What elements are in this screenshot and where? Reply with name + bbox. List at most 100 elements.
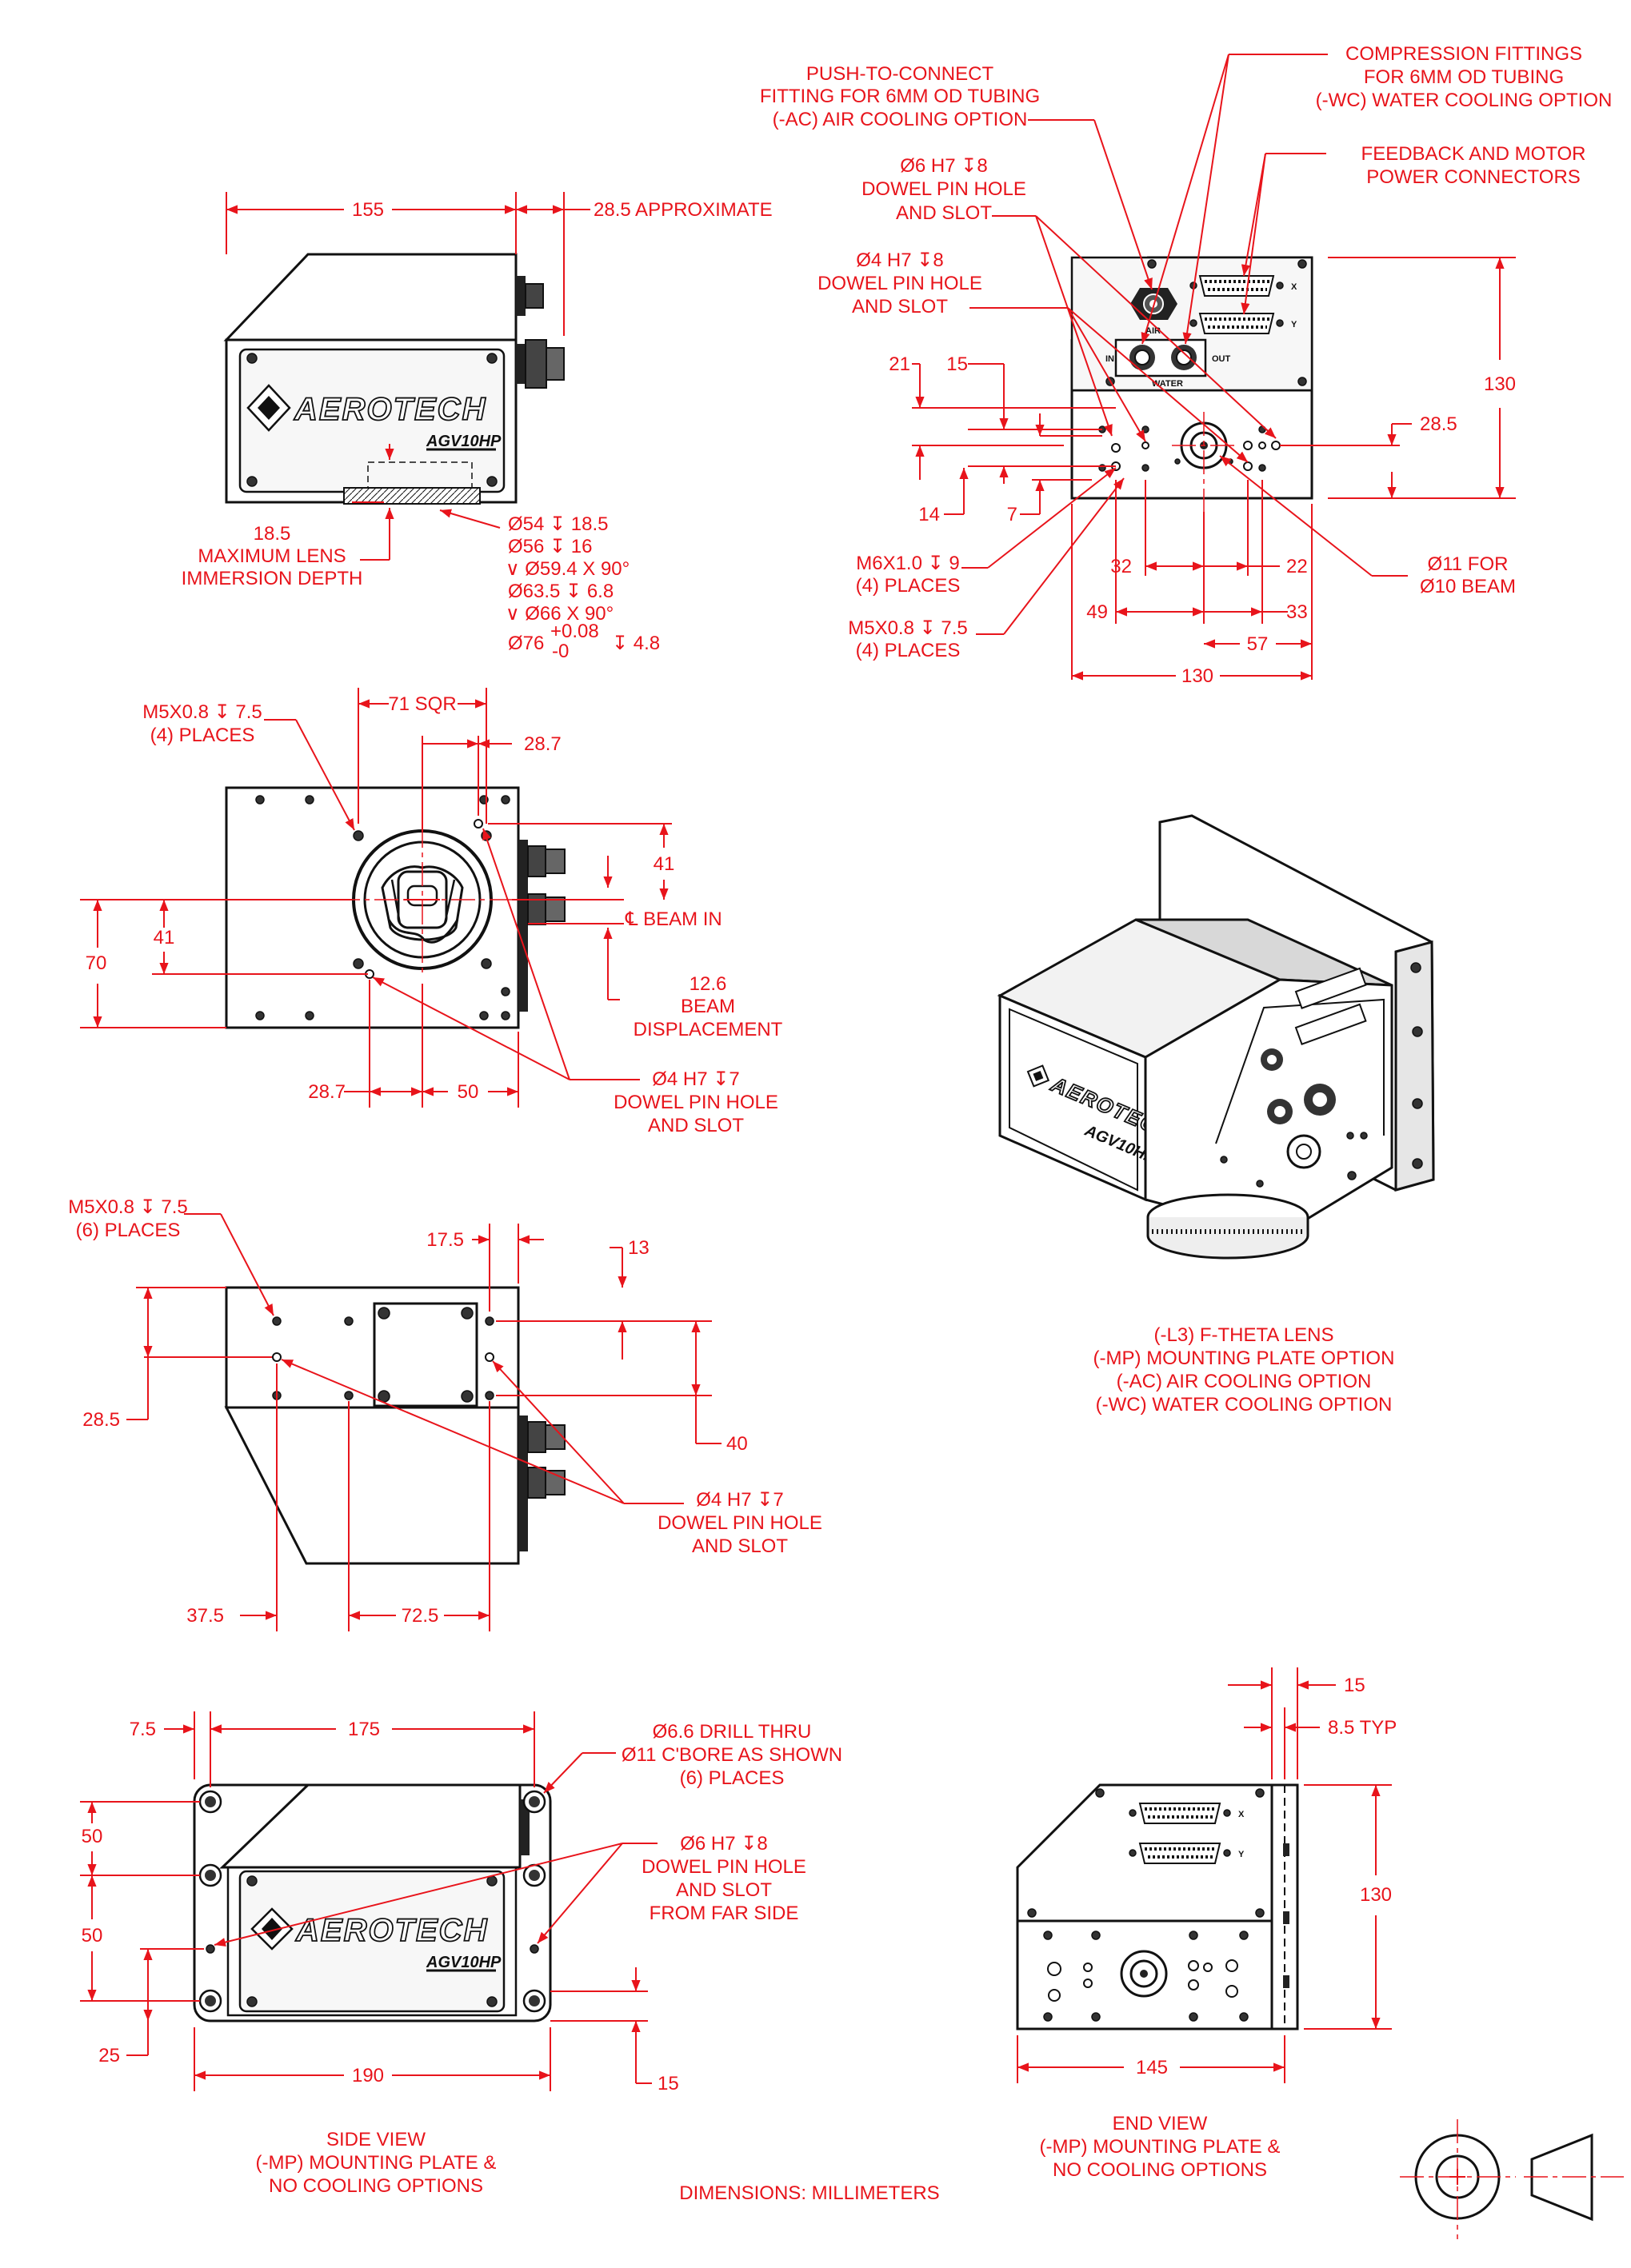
- tv-dim-28-5: 28.5: [82, 1409, 120, 1431]
- dim-155: 155: [352, 199, 384, 221]
- bv-beam-in: ℄ BEAM IN: [625, 908, 722, 930]
- tv-m5-line2: (6) PLACES: [76, 1220, 181, 1241]
- mp-drill-3: (6) PLACES: [680, 1767, 785, 1789]
- bv-dim-41a: 41: [654, 853, 675, 875]
- bv-m5-line1: M5X0.8 ↧ 7.5: [142, 701, 262, 723]
- mp-conn-x-label: X: [1238, 1810, 1245, 1819]
- tv-dowel-2: DOWEL PIN HOLE: [658, 1512, 822, 1534]
- lens-spec-tol-down: -0: [552, 641, 569, 662]
- m5-line1: M5X0.8 ↧ 7.5: [848, 617, 968, 639]
- push-fit-line2: FITTING FOR 6MM OD TUBING: [760, 86, 1040, 107]
- mp-dim-15: 15: [658, 2073, 679, 2094]
- mp-model-label: AGV10HP: [426, 1954, 502, 1971]
- mp-drill-1: Ø6.6 DRILL THRU: [653, 1721, 812, 1743]
- mp-end-dim-145: 145: [1136, 2057, 1168, 2078]
- mp-conn-y-label: Y: [1238, 1850, 1245, 1859]
- end-view-top: X Y AIR IN OUT WATER: [760, 43, 1612, 687]
- lens-spec-5: ∨ Ø66 X 90°: [506, 603, 614, 625]
- tv-dim-72-5: 72.5: [402, 1605, 439, 1627]
- dim-57: 57: [1247, 633, 1269, 655]
- lens-depth-line1: MAXIMUM LENS: [198, 545, 346, 567]
- dim-28-5: 28.5: [1420, 413, 1457, 435]
- conn-x-label: X: [1291, 282, 1297, 292]
- iso-caption-4: (-WC) WATER COOLING OPTION: [1096, 1394, 1393, 1416]
- tv-dim-37-5: 37.5: [186, 1605, 224, 1627]
- mp-end-dim-15: 15: [1344, 1675, 1365, 1696]
- tv-dim-40: 40: [726, 1433, 748, 1455]
- mp-dim-190: 190: [352, 2065, 384, 2086]
- mp-caption-3: NO COOLING OPTIONS: [269, 2175, 483, 2197]
- dim-33: 33: [1286, 601, 1308, 623]
- bv-dowel-1: Ø4 H7 ↧7: [652, 1068, 740, 1090]
- compression-line3: (-WC) WATER COOLING OPTION: [1316, 90, 1613, 111]
- dim-130-v: 130: [1484, 373, 1516, 395]
- dowel4-line3: AND SLOT: [852, 296, 948, 317]
- dowel4-line1: Ø4 H7 ↧8: [856, 250, 944, 271]
- bv-dim-28-7a: 28.7: [524, 733, 562, 755]
- mp-end-caption-1: END VIEW: [1113, 2113, 1208, 2134]
- tv-dim-13: 13: [628, 1237, 650, 1259]
- bv-dowel-3: AND SLOT: [648, 1115, 744, 1136]
- mp-dim-25: 25: [98, 2045, 120, 2066]
- mp-connector-y: Y: [1129, 1843, 1245, 1864]
- side-view-top: AEROTECH AGV10HP 155 28.5 APPROXIMATE 18…: [182, 192, 773, 662]
- units-note: DIMENSIONS: MILLIMETERS: [679, 2182, 939, 2204]
- mp-side-view: AEROTECH AGV10HP 7.5 175 50 50: [80, 1711, 842, 2197]
- beam-line1: Ø11 FOR: [1428, 553, 1509, 575]
- bv-disp-2: BEAM: [681, 996, 735, 1017]
- bv-disp-1: 12.6: [690, 973, 727, 995]
- model-label: AGV10HP: [426, 433, 502, 450]
- bv-disp-3: DISPLACEMENT: [634, 1019, 783, 1040]
- dim-21: 21: [889, 353, 910, 375]
- mp-logo-text: AEROTECH: [295, 1913, 488, 1948]
- lens-depth-value: 18.5: [254, 523, 291, 545]
- water-out-label: OUT: [1212, 354, 1231, 364]
- mp-dowel-4: FROM FAR SIDE: [650, 1903, 799, 1924]
- dim-7: 7: [1007, 504, 1017, 525]
- bv-dim-71sqr: 71 SQR: [388, 693, 456, 715]
- mp-dim-50b: 50: [82, 1925, 103, 1947]
- push-fit-line3: (-AC) AIR COOLING OPTION: [773, 109, 1028, 130]
- mp-dowel-1: Ø6 H7 ↧8: [680, 1833, 768, 1855]
- dim-28-5-approx: 28.5 APPROXIMATE: [594, 199, 773, 221]
- lens-spec-2: Ø56 ↧ 16: [508, 536, 593, 557]
- dim-32: 32: [1110, 556, 1132, 577]
- mp-dim-175: 175: [348, 1719, 380, 1740]
- tv-dowel-3: AND SLOT: [692, 1535, 788, 1557]
- mp-end-view: X Y 15 8.5 TYP 130: [1016, 1667, 1397, 2181]
- iso-caption-3: (-AC) AIR COOLING OPTION: [1117, 1371, 1372, 1392]
- mp-end-dim-130: 130: [1360, 1884, 1392, 1906]
- water-in-label: IN: [1105, 354, 1114, 364]
- dim-22: 22: [1286, 556, 1308, 577]
- mp-dowel-3: AND SLOT: [676, 1879, 772, 1901]
- lens-spec-4: Ø63.5 ↧ 6.8: [508, 581, 614, 602]
- bv-dowel-2: DOWEL PIN HOLE: [614, 1092, 778, 1113]
- m5-line2: (4) PLACES: [856, 640, 961, 661]
- compression-line2: FOR 6MM OD TUBING: [1364, 66, 1564, 88]
- aerotech-logo: AEROTECH: [246, 384, 486, 432]
- iso-caption-1: (-L3) F-THETA LENS: [1154, 1324, 1334, 1346]
- lens-spec-tol-up: +0.08: [550, 621, 599, 642]
- bv-dim-28-7b: 28.7: [308, 1081, 346, 1103]
- lens-spec-1: Ø54 ↧ 18.5: [508, 513, 609, 535]
- push-fit-line1: PUSH-TO-CONNECT: [806, 63, 994, 85]
- mp-caption-2: (-MP) MOUNTING PLATE &: [256, 2152, 497, 2174]
- bv-dim-70: 70: [86, 952, 107, 974]
- lens-spec-3: ∨ Ø59.4 X 90°: [506, 558, 630, 580]
- dowel6-line1: Ø6 H7 ↧8: [900, 155, 988, 177]
- compression-line1: COMPRESSION FITTINGS: [1345, 43, 1582, 65]
- beam-line2: Ø10 BEAM: [1420, 576, 1516, 597]
- projection-symbol: [1400, 2119, 1624, 2239]
- mp-end-caption-3: NO COOLING OPTIONS: [1053, 2159, 1267, 2181]
- isometric-view: AEROTECH AGV10HP (-L3) F-THETA LENS (-MP…: [997, 814, 1435, 1416]
- conn-y-label: Y: [1291, 320, 1297, 329]
- mp-dowel-2: DOWEL PIN HOLE: [642, 1856, 806, 1878]
- m6-line2: (4) PLACES: [856, 575, 961, 597]
- dim-14: 14: [918, 504, 940, 525]
- top-view: M5X0.8 ↧ 7.5 (6) PLACES 17.5 13 40 28.5 …: [68, 1196, 822, 1631]
- lens-spec-6: Ø76: [508, 633, 544, 654]
- iso-caption-2: (-MP) MOUNTING PLATE OPTION: [1093, 1348, 1395, 1369]
- dowel6-line2: DOWEL PIN HOLE: [861, 178, 1026, 200]
- feedback-line2: POWER CONNECTORS: [1366, 166, 1581, 188]
